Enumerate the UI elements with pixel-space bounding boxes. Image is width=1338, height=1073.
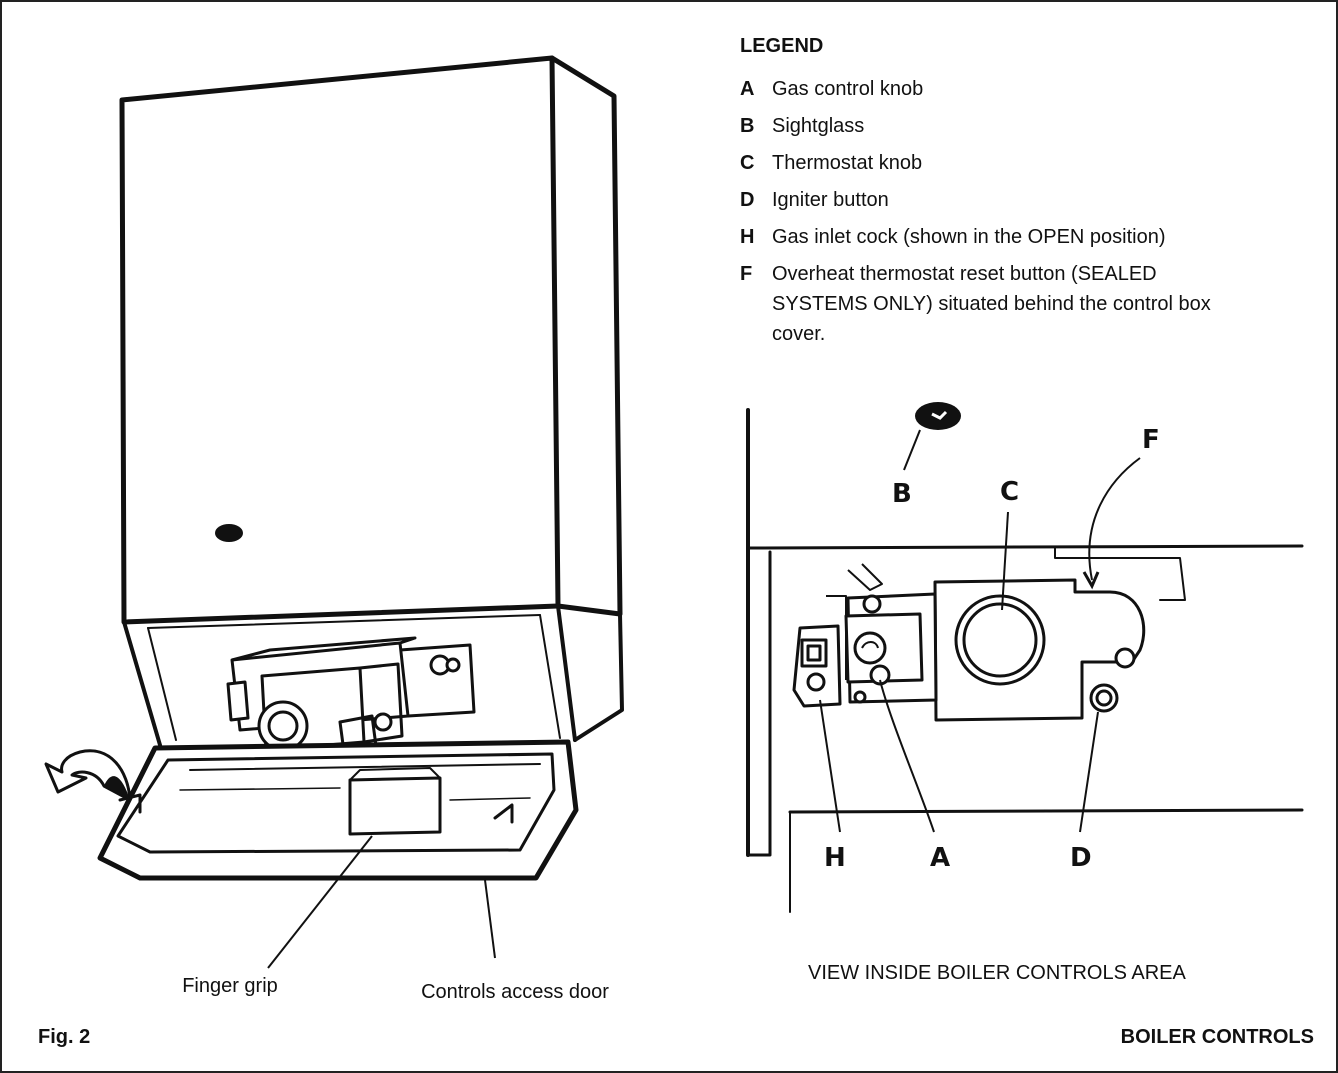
legend-key: F [740, 263, 753, 285]
tag-d: D [1070, 843, 1092, 873]
door-open-arrow [44, 749, 132, 802]
legend-desc: Thermostat knob [772, 152, 923, 174]
legend-desc: Igniter button [772, 189, 889, 211]
legend-item: B Sightglass [740, 111, 1300, 141]
view-caption: VIEW INSIDE BOILER CONTROLS AREA [808, 962, 1186, 984]
tag-h: H [824, 843, 846, 873]
legend-desc: Overheat thermostat reset button (SEALED… [772, 263, 1211, 345]
legend-desc: Gas control knob [772, 78, 924, 100]
legend-item: C Thermostat knob [740, 148, 1300, 178]
control-box [933, 578, 1146, 722]
legend-desc: Gas inlet cock (shown in the OPEN positi… [772, 226, 1166, 248]
legend-item: D Igniter button [740, 185, 1300, 215]
figure-label: Fig. 2 [38, 1026, 91, 1048]
sightglass-casing [215, 524, 243, 542]
gas-control-valve [826, 563, 938, 704]
tag-a: A [930, 843, 950, 873]
legend-title: LEGEND [740, 35, 824, 57]
tag-f: F [1142, 425, 1160, 455]
gas-valve-assembly [226, 636, 476, 754]
gas-inlet-cock [792, 624, 842, 708]
legend-item: F Overheat thermostat reset button (SEAL… [740, 259, 1300, 349]
boiler-casing [119, 55, 624, 747]
controls-area-view [746, 408, 1304, 913]
figure-title: BOILER CONTROLS [1120, 1026, 1314, 1048]
tag-b: B [892, 479, 912, 509]
tag-c: C [1000, 477, 1019, 507]
finger-grip-label: Finger grip [182, 975, 278, 997]
legend-item: H Gas inlet cock (shown in the OPEN posi… [740, 222, 1300, 252]
legend-key: D [740, 189, 755, 211]
controls-access-door [97, 739, 579, 881]
access-door-label: Controls access door [421, 981, 609, 1003]
legend-list: A Gas control knob B Sightglass C Thermo… [740, 74, 1300, 356]
component-leaders [819, 429, 1141, 833]
access-door-leader [484, 879, 496, 959]
legend-key: B [740, 115, 755, 137]
finger-grip-leader [267, 835, 373, 969]
legend-desc: Sightglass [772, 115, 865, 137]
legend-item: A Gas control knob [740, 74, 1300, 104]
legend-key: C [740, 152, 755, 174]
legend-key: A [740, 78, 755, 100]
legend-key: H [740, 226, 755, 248]
